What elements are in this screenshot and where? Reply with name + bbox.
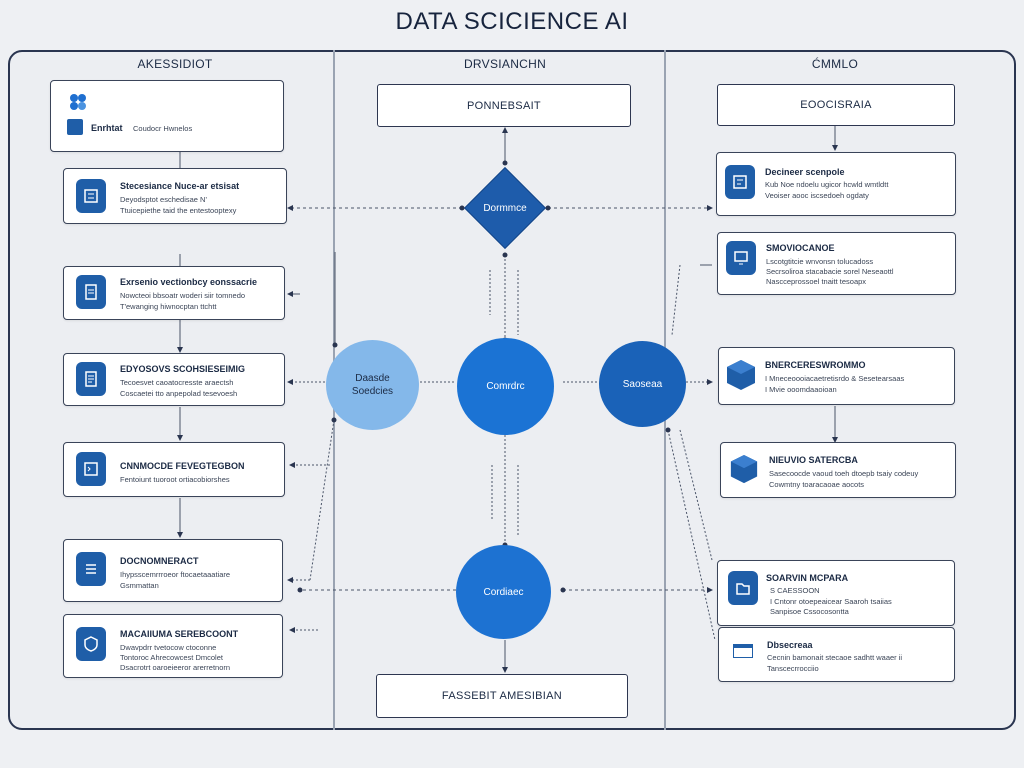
left-card-title: MACAIIUMA SEREBCOONT bbox=[120, 629, 239, 639]
cube-icon bbox=[725, 358, 757, 392]
right-card-line: Veoiser aooc iscsedoeh ogdaty bbox=[765, 191, 869, 200]
left-card-title: EDYOSOVS SCOHSIESEIMIG bbox=[120, 364, 246, 374]
terminal-icon bbox=[76, 452, 106, 486]
right-card-line: Kub Noe ndoelu ugicor hcwld wmtldtt bbox=[765, 180, 889, 189]
left-card-title: DOCNOMNERACT bbox=[120, 556, 199, 566]
right-top-box[interactable]: EOOCISRAIA bbox=[717, 84, 955, 126]
report-icon bbox=[76, 362, 106, 396]
left-card-line: Tontoroc Ahrecowcest Dmcolet bbox=[120, 653, 223, 662]
left-card[interactable]: Exrsenio vectionbcy eonssacrie Nowcteoi … bbox=[63, 266, 285, 320]
left-card-line: Tecoesvet caoatocresste araectsh bbox=[120, 378, 234, 387]
left-card-line: Deyodsptot eschedisae N' bbox=[120, 195, 207, 204]
book-icon bbox=[67, 119, 83, 135]
cube-icon bbox=[729, 453, 759, 485]
right-card[interactable]: Decineer scenpole Kub Noe ndoelu ugicor … bbox=[716, 152, 956, 216]
left-card-line: Dsacrotrt oaroeieeror arerretnorn bbox=[120, 663, 231, 672]
circle-center[interactable]: Comrdrc bbox=[457, 338, 554, 435]
right-card-line: I Cntonr otoepeaicear Saaroh tsaiias bbox=[770, 597, 892, 606]
right-card-line: Nascceprossoel tnaitt tesoapx bbox=[766, 277, 867, 286]
right-card-line: S CAESSOON bbox=[770, 586, 820, 595]
column-header-left: AKESSIDIOT bbox=[137, 57, 213, 71]
column-header-right: ĆMMLO bbox=[811, 57, 859, 71]
left-card-line: Dwavpdrr tvetocow ctoconne bbox=[120, 643, 217, 652]
shield-icon bbox=[76, 627, 106, 661]
right-card-line: Lscotgtitcie wnvonsn tolucadoss bbox=[766, 257, 874, 266]
ai-logo-icon bbox=[65, 91, 91, 117]
column-header-middle: DRVSIANCHN bbox=[463, 57, 547, 71]
window-icon bbox=[733, 644, 753, 658]
right-card[interactable]: Dbsecreaa Cecnin bamonait stecaoe sadhtt… bbox=[718, 627, 955, 682]
left-card[interactable]: Stecesiance Nuce-ar etsisat Deyodsptot e… bbox=[63, 168, 287, 224]
page-title: DATA SCICIENCE AI bbox=[395, 8, 629, 35]
monitor-icon bbox=[726, 241, 756, 275]
right-card-line: I Mneceoooiacaetretisrdo & Sesetearsaas bbox=[765, 374, 905, 383]
left-top-subtitle: Coudocr Hwnelos bbox=[133, 124, 193, 133]
circle-left[interactable]: Daasde Soedcies bbox=[326, 340, 419, 430]
left-card[interactable]: CNNMOCDE FEVEGTEGBON Fentoiunt tuoroot o… bbox=[63, 442, 285, 497]
left-card-line: Nowcteoi bbsoatr woderi siir tomnedo bbox=[120, 291, 246, 300]
left-top-title: Enrhtat bbox=[91, 123, 123, 133]
right-card-title: Decineer scenpole bbox=[765, 167, 845, 177]
left-card-line: Coscaetei tto anpepolad tesevoesh bbox=[120, 389, 238, 398]
left-card-title: CNNMOCDE FEVEGTEGBON bbox=[120, 461, 245, 471]
dashboard-icon bbox=[725, 165, 755, 199]
left-card-title: Stecesiance Nuce-ar etsisat bbox=[120, 181, 240, 191]
left-card[interactable]: MACAIIUMA SEREBCOONT Dwavpdrr tvetocow c… bbox=[63, 614, 283, 678]
right-card-line: Tanscecrrocciio bbox=[767, 664, 819, 673]
left-card[interactable]: EDYOSOVS SCOHSIESEIMIG Tecoesvet caoatoc… bbox=[63, 353, 285, 406]
circle-bottom[interactable]: Cordiaec bbox=[456, 545, 551, 639]
right-card[interactable]: SOARVIN MCPARA S CAESSOON I Cntonr otoep… bbox=[717, 560, 955, 626]
left-card-line: Ihypsscemrrroeor ftocaetaaatiare bbox=[120, 570, 231, 579]
right-card-title: SMOVIOCANOE bbox=[766, 243, 835, 253]
left-card[interactable]: DOCNOMNERACT Ihypsscemrrroeor ftocaetaaa… bbox=[63, 539, 283, 602]
right-card[interactable]: SMOVIOCANOE Lscotgtitcie wnvonsn tolucad… bbox=[717, 232, 956, 295]
circle-right[interactable]: Saoseaa bbox=[599, 341, 686, 427]
document-icon bbox=[76, 275, 106, 309]
right-card-line: Sanpisoe Cssocosontta bbox=[770, 607, 849, 616]
left-card-line: Ttuicepiethe taid the entestooptexy bbox=[120, 206, 237, 215]
right-card-line: Sasecoocde vaoud toeh dtoepb tsaiy codeu… bbox=[769, 469, 919, 478]
left-card-line: T'ewanging hiwnocptan ttchtt bbox=[120, 302, 217, 311]
middle-bottom-box[interactable]: FASSEBIT AMESIBIAN bbox=[376, 674, 628, 718]
right-card[interactable]: NIEUVIO SATERCBA Sasecoocde vaoud toeh d… bbox=[720, 442, 956, 498]
right-card-line: I Mvie ooomdaaoioan bbox=[765, 385, 837, 394]
left-top-card[interactable]: Enrhtat Coudocr Hwnelos bbox=[50, 80, 284, 152]
right-card-line: Cowmtny toaracaoae aocots bbox=[769, 480, 865, 489]
right-card-title: NIEUVIO SATERCBA bbox=[769, 455, 858, 465]
right-card[interactable]: BNERCERESWROMMO I Mneceoooiacaetretisrdo… bbox=[718, 347, 955, 405]
circuit-icon bbox=[76, 179, 106, 213]
left-card-title: Exrsenio vectionbcy eonssacrie bbox=[120, 277, 258, 287]
right-card-title: SOARVIN MCPARA bbox=[766, 573, 849, 583]
right-card-title: BNERCERESWROMMO bbox=[765, 360, 866, 370]
right-card-line: Secrsoliroa stacabacie sorel Neseaottl bbox=[766, 267, 894, 276]
left-card-line: Fentoiunt tuoroot ortiacobiorshes bbox=[120, 475, 230, 484]
right-card-line: Cecnin bamonait stecaoe sadhtt waaer ii bbox=[767, 653, 903, 662]
right-card-title: Dbsecreaa bbox=[767, 640, 813, 650]
decision-diamond-label: Dormmce bbox=[483, 203, 527, 214]
middle-top-box[interactable]: PONNEBSAIT bbox=[377, 84, 631, 127]
list-icon bbox=[76, 552, 106, 586]
left-card-line: Gsmmattan bbox=[120, 581, 159, 590]
folder-icon bbox=[728, 571, 758, 605]
